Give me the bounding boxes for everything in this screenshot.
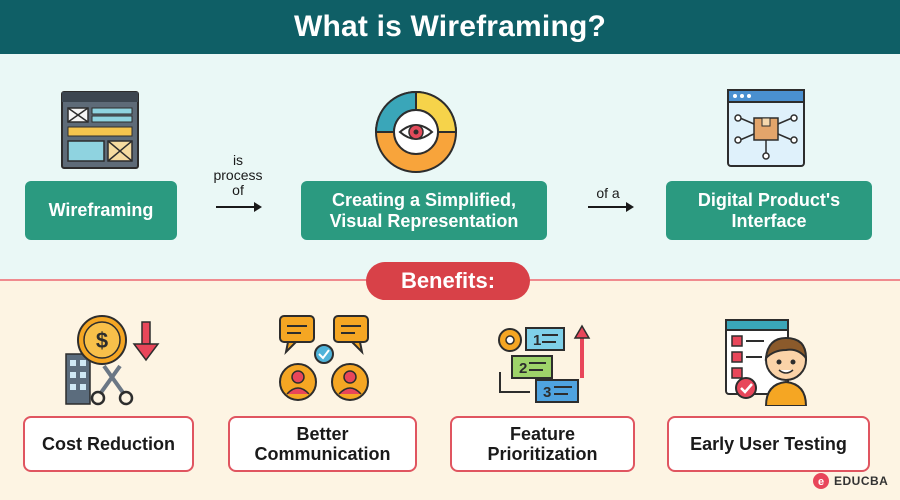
benefit-label: Feature — [509, 424, 575, 444]
object-line: Digital Product's — [697, 189, 841, 210]
benefit-card: Feature Prioritization — [450, 416, 635, 472]
object-box: Digital Product's Interface — [666, 181, 872, 240]
connector-line: process — [213, 167, 263, 183]
cost-reduction-icon: $ — [65, 315, 160, 406]
benefit-label: Communication — [254, 444, 391, 464]
svg-text:e: e — [818, 476, 824, 488]
arrow-right-icon — [216, 202, 262, 212]
benefit-label: Better — [296, 424, 349, 444]
digital-product-icon — [727, 89, 805, 167]
connector-label-2: of a — [596, 185, 620, 201]
svg-text:2: 2 — [519, 360, 527, 377]
description-line: Visual Representation — [329, 210, 519, 231]
arrow-right-icon — [588, 202, 634, 212]
svg-text:1: 1 — [533, 332, 541, 349]
educba-logo-icon: e — [813, 473, 829, 489]
communication-icon — [279, 315, 369, 401]
header-bar: What is Wireframing? — [0, 0, 900, 54]
benefit-label: Early User Testing — [690, 434, 847, 454]
user-testing-icon — [725, 319, 808, 406]
term-box: Wireframing — [25, 181, 177, 240]
term-label: Wireframing — [48, 200, 154, 220]
brand-logo: e EDUCBA — [812, 472, 888, 490]
brand-name: EDUCBA — [834, 474, 889, 488]
benefit-card: Cost Reduction — [23, 416, 194, 472]
wireframe-icon — [61, 91, 139, 169]
benefit-card: Early User Testing — [667, 416, 870, 472]
description-box: Creating a Simplified, Visual Representa… — [301, 181, 547, 240]
svg-text:3: 3 — [543, 384, 551, 401]
connector-line: is — [232, 152, 244, 168]
connector-label-1: is process of — [208, 153, 268, 198]
connector-line: of — [232, 182, 244, 198]
prioritization-icon: 1 2 3 — [498, 324, 591, 403]
object-line: Interface — [731, 210, 807, 231]
benefits-label: Benefits: — [366, 262, 530, 300]
vision-circle-icon — [374, 90, 458, 173]
description-line: Creating a Simplified, — [331, 189, 517, 210]
benefit-label: Cost Reduction — [42, 434, 175, 454]
benefit-card: Better Communication — [228, 416, 417, 472]
page-title: What is Wireframing? — [293, 10, 607, 43]
svg-text:$: $ — [96, 328, 108, 353]
benefit-label: Prioritization — [487, 444, 598, 464]
